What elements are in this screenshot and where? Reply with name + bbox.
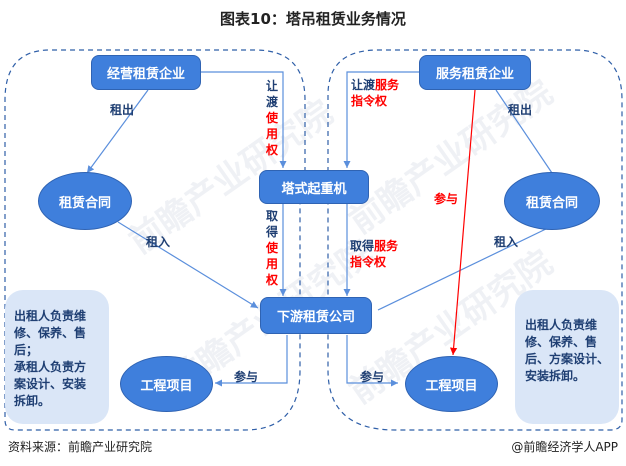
arrow-participate-right bbox=[346, 335, 398, 387]
label-text-highlight: 服务 bbox=[374, 239, 399, 253]
note-line: 安装拆卸。 bbox=[525, 369, 586, 383]
node-service-lessor: 服务租赁企业 bbox=[419, 55, 531, 90]
label-text: 取得 bbox=[265, 209, 278, 239]
note-line: 修、保养、售 bbox=[525, 335, 598, 349]
note-line: 出租人负责维 bbox=[14, 309, 87, 323]
label-text: 取得 bbox=[350, 239, 375, 253]
label-text-highlight: 指令权 bbox=[351, 94, 388, 108]
label-text: 让渡 bbox=[265, 79, 278, 109]
label-lease-out-right: 租出 bbox=[508, 103, 533, 117]
arrow-lease-in-right bbox=[377, 227, 549, 311]
node-project-right: 工程项目 bbox=[405, 356, 498, 412]
label-obtain-service-right: 取得服务 指令权 bbox=[350, 238, 398, 270]
arrow-lease-in-left bbox=[117, 221, 259, 309]
label-text-highlight: 服务 bbox=[375, 78, 400, 92]
label-transfer-use-right: 让渡使用权 bbox=[265, 78, 279, 158]
label-lease-out-left: 租出 bbox=[110, 103, 135, 117]
label-participate-red: 参与 bbox=[434, 192, 459, 206]
brand-credit: @前瞻经济学人APP bbox=[511, 440, 618, 454]
label-participate-right: 参与 bbox=[360, 370, 385, 384]
label-text-highlight: 使用权 bbox=[265, 111, 278, 157]
node-project-left: 工程项目 bbox=[120, 356, 213, 412]
node-operating-lessor: 经营租赁企业 bbox=[91, 55, 201, 90]
source-note: 资料来源：前瞻产业研究院 bbox=[8, 440, 153, 454]
label-text-highlight: 指令权 bbox=[350, 255, 387, 269]
note-line: 拆卸。 bbox=[14, 394, 51, 408]
arrow-participate-left bbox=[215, 335, 288, 387]
label-participate-left: 参与 bbox=[234, 370, 259, 384]
left-group-border bbox=[4, 49, 306, 431]
node-lease-contract-left: 租赁合同 bbox=[38, 172, 132, 230]
label-obtain-use-right: 取得使用权 bbox=[265, 208, 279, 288]
note-right: 出租人负责维 修、保养、售 后、方案设计、 安装拆卸。 bbox=[515, 290, 619, 424]
node-lease-contract-right: 租赁合同 bbox=[504, 172, 600, 230]
label-text-highlight: 使用权 bbox=[265, 241, 278, 287]
label-text: 让渡 bbox=[351, 78, 376, 92]
arrow-participate-red bbox=[450, 89, 476, 356]
label-lease-in-left: 租入 bbox=[146, 235, 171, 249]
figure-title: 图表10：塔吊租赁业务情况 bbox=[220, 10, 406, 28]
note-left: 出租人负责维 修、保养、售 后； 承租人负责方 案设计、安装 拆卸。 bbox=[5, 290, 109, 424]
right-group-border bbox=[327, 49, 623, 431]
note-line: 后； bbox=[14, 343, 39, 357]
note-line: 修、保养、售 bbox=[14, 326, 87, 340]
label-transfer-service-right: 让渡服务 指令权 bbox=[351, 77, 399, 109]
note-line: 出租人负责维 bbox=[525, 318, 598, 332]
note-line: 承租人负责方 bbox=[14, 360, 87, 374]
node-tower-crane: 塔式起重机 bbox=[259, 170, 369, 204]
arrow-lease-out-right bbox=[495, 89, 553, 174]
note-line: 案设计、安装 bbox=[14, 377, 87, 391]
arrow-transfer-use-right bbox=[200, 71, 287, 168]
node-downstream-lessor: 下游租赁公司 bbox=[260, 297, 372, 334]
label-lease-in-right: 租入 bbox=[494, 235, 519, 249]
arrow-transfer-service-right bbox=[343, 71, 421, 168]
note-line: 后、方案设计、 bbox=[525, 352, 610, 366]
arrow-lease-out-left bbox=[86, 89, 149, 174]
